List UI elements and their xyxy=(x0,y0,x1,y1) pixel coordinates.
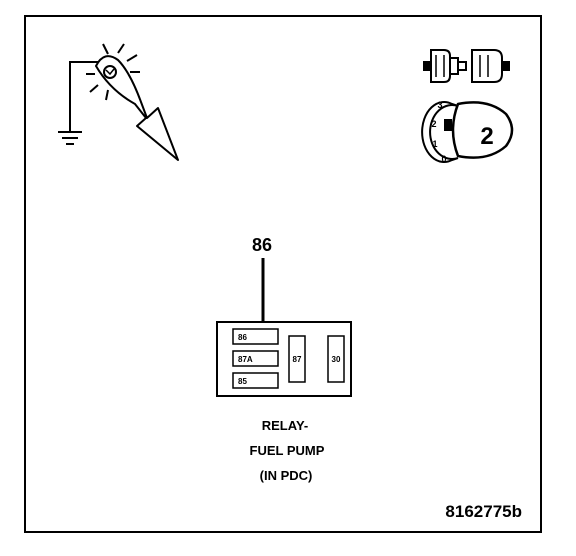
pointer-label: 86 xyxy=(252,235,272,255)
relay-pin-30: 30 xyxy=(327,335,345,383)
ignition-key-label: 2 xyxy=(480,123,493,150)
figure-id: 8162775b xyxy=(445,502,522,521)
test-light-icon xyxy=(58,43,179,161)
relay-title-line3: (IN PDC) xyxy=(260,468,313,483)
svg-text:87: 87 xyxy=(293,355,302,364)
ignition-key-icon: 2 3 2 1 0 xyxy=(421,100,514,164)
ignition-position-2: 2 xyxy=(431,119,436,129)
relay-pin-85: 85 xyxy=(232,372,279,389)
relay-pin-87a: 87A xyxy=(232,350,279,367)
ignition-position-3: 3 xyxy=(437,100,442,110)
ground-symbol-icon xyxy=(58,131,82,145)
ignition-position-1: 1 xyxy=(432,139,437,149)
svg-text:30: 30 xyxy=(332,355,341,364)
svg-text:86: 86 xyxy=(238,333,247,342)
svg-text:87A: 87A xyxy=(238,355,253,364)
relay-title-line1: RELAY- xyxy=(262,418,308,433)
ignition-position-0: 0 xyxy=(441,154,446,164)
relay-title-line2: FUEL PUMP xyxy=(250,443,325,458)
svg-text:85: 85 xyxy=(238,377,247,386)
relay-pin-86: 86 xyxy=(232,328,279,345)
diagram-frame xyxy=(24,15,542,533)
relay-pin-87: 87 xyxy=(288,335,306,383)
relay-body: 86 87A 85 87 30 xyxy=(216,321,352,397)
connector-disconnect-icon xyxy=(423,49,510,83)
